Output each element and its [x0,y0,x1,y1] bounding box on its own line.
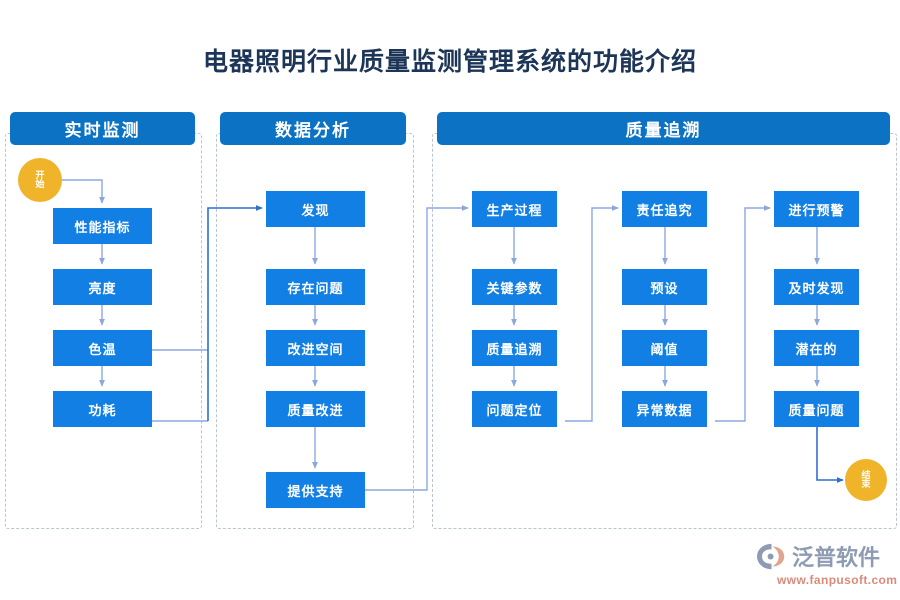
terminator-end[interactable]: 结 束 [845,459,887,501]
node-discover[interactable]: 发现 [266,191,365,227]
node-color-temperature[interactable]: 色温 [53,330,152,366]
terminator-end-line2: 束 [861,479,871,489]
node-quality-traceability[interactable]: 质量追溯 [472,330,557,366]
node-issue-alert[interactable]: 进行预警 [774,191,859,227]
node-potential[interactable]: 潜在的 [774,330,859,366]
node-provide-support[interactable]: 提供支持 [266,472,365,508]
logo-wordmark: 泛普软件 [792,545,881,570]
node-quality-problem[interactable]: 质量问题 [774,391,859,427]
node-power-consumption[interactable]: 功耗 [53,391,152,427]
node-improvement-space[interactable]: 改进空间 [266,330,365,366]
node-brightness[interactable]: 亮度 [53,269,152,305]
page-title: 电器照明行业质量监测管理系统的功能介绍 [202,48,697,76]
brand-logo: 泛普软件 www.fanpusoft.com [756,540,898,590]
terminator-start[interactable]: 开 始 [18,158,62,202]
panel-header-analysis[interactable]: 数据分析 [220,112,406,145]
panel-header-traceability[interactable]: 质量追溯 [437,112,890,145]
panel-header-realtime[interactable]: 实时监测 [10,112,195,145]
logo-url: www.fanpusoft.com [777,573,898,587]
node-threshold[interactable]: 阈值 [622,330,707,366]
terminator-start-line2: 始 [35,179,45,189]
node-production-process[interactable]: 生产过程 [472,191,557,227]
node-preset[interactable]: 预设 [622,269,707,305]
node-performance-index[interactable]: 性能指标 [53,208,152,244]
terminator-start-line1: 开 [35,169,45,180]
fanpu-logo-icon [757,543,785,569]
node-accountability[interactable]: 责任追究 [622,191,707,227]
node-key-parameters[interactable]: 关键参数 [472,269,557,305]
terminator-end-line1: 结 [861,469,871,480]
node-timely-discovery[interactable]: 及时发现 [774,269,859,305]
node-problem-location[interactable]: 问题定位 [472,391,557,427]
node-existing-problem[interactable]: 存在问题 [266,269,365,305]
node-quality-improvement[interactable]: 质量改进 [266,391,365,427]
node-abnormal-data[interactable]: 异常数据 [622,391,707,427]
